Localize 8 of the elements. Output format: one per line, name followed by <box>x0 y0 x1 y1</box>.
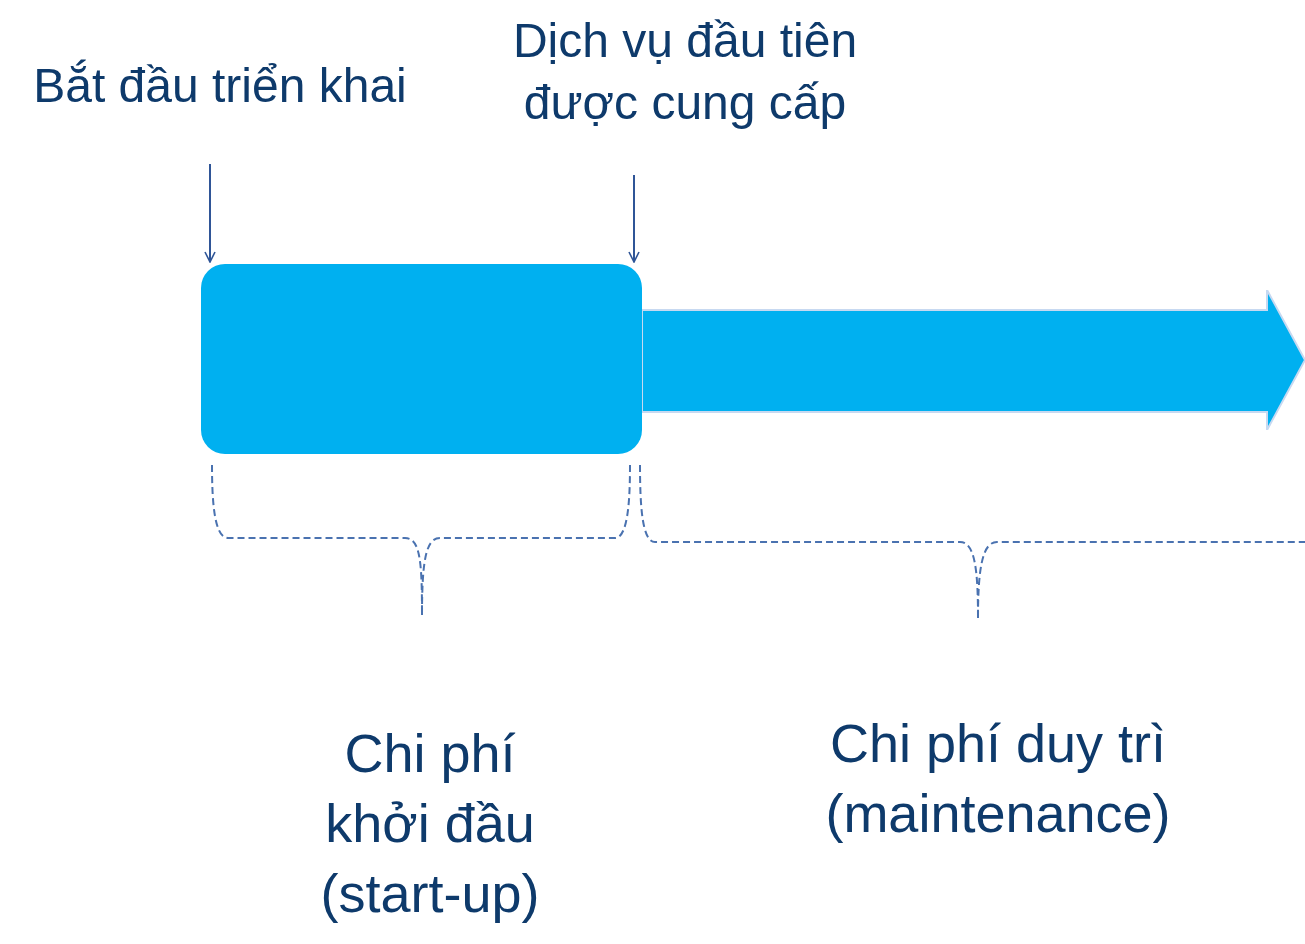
cost-label: Chi phí duy trì (maintenance) <box>824 712 1172 846</box>
timeline-label: Bắt đầu triển khai <box>10 55 430 118</box>
arrow-band <box>642 290 1305 430</box>
process-box <box>201 264 642 454</box>
timeline-label: Dịch vụ đầu tiên được cung cấp <box>470 10 900 135</box>
cost-label: Chi phí khởi đầu (start-up) <box>319 722 541 926</box>
arrow <box>628 174 640 263</box>
arrow <box>204 163 216 263</box>
